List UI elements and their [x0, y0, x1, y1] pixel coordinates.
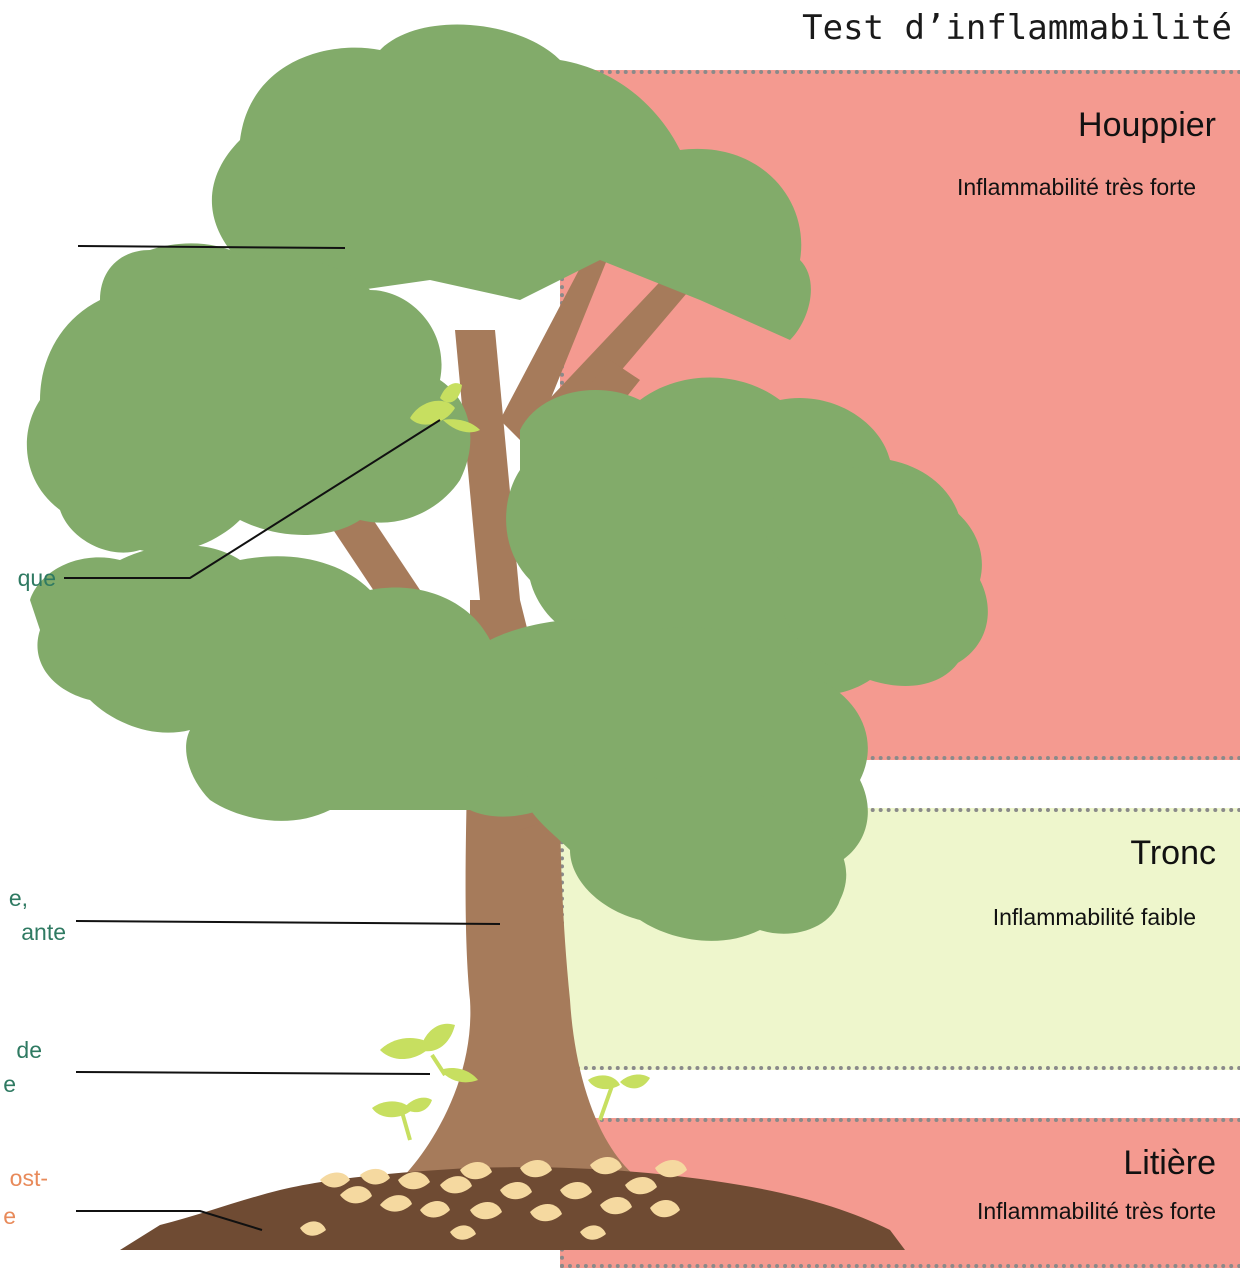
diagram-title: Test d’inflammabilité — [802, 8, 1232, 48]
side-label-4a: ost- — [9, 1165, 48, 1191]
zone-litiere-desc: Inflammabilité très forte — [976, 1198, 1216, 1224]
side-label-3a: de — [16, 1037, 42, 1063]
zone-tronc-name: Tronc — [1130, 834, 1216, 872]
zone-houppier-name: Houppier — [1078, 106, 1216, 144]
zone-houppier-desc: Inflammabilité très forte — [956, 174, 1196, 200]
side-label-4b: e — [3, 1203, 16, 1229]
foliage — [26, 24, 988, 941]
leaf-litter — [300, 1156, 687, 1240]
zone-tronc-desc: Inflammabilité faible — [992, 904, 1196, 930]
zone-litiere-name: Litière — [1123, 1144, 1216, 1182]
leader-lines — [64, 245, 501, 1231]
sprout-stems — [400, 1053, 614, 1141]
side-label-1: que — [17, 565, 56, 591]
soil — [120, 1167, 905, 1250]
side-label-2a: e, — [8, 885, 28, 911]
sprouts — [372, 383, 650, 1118]
side-label-3b: e — [3, 1071, 16, 1097]
side-label-2b: ante — [21, 919, 66, 945]
